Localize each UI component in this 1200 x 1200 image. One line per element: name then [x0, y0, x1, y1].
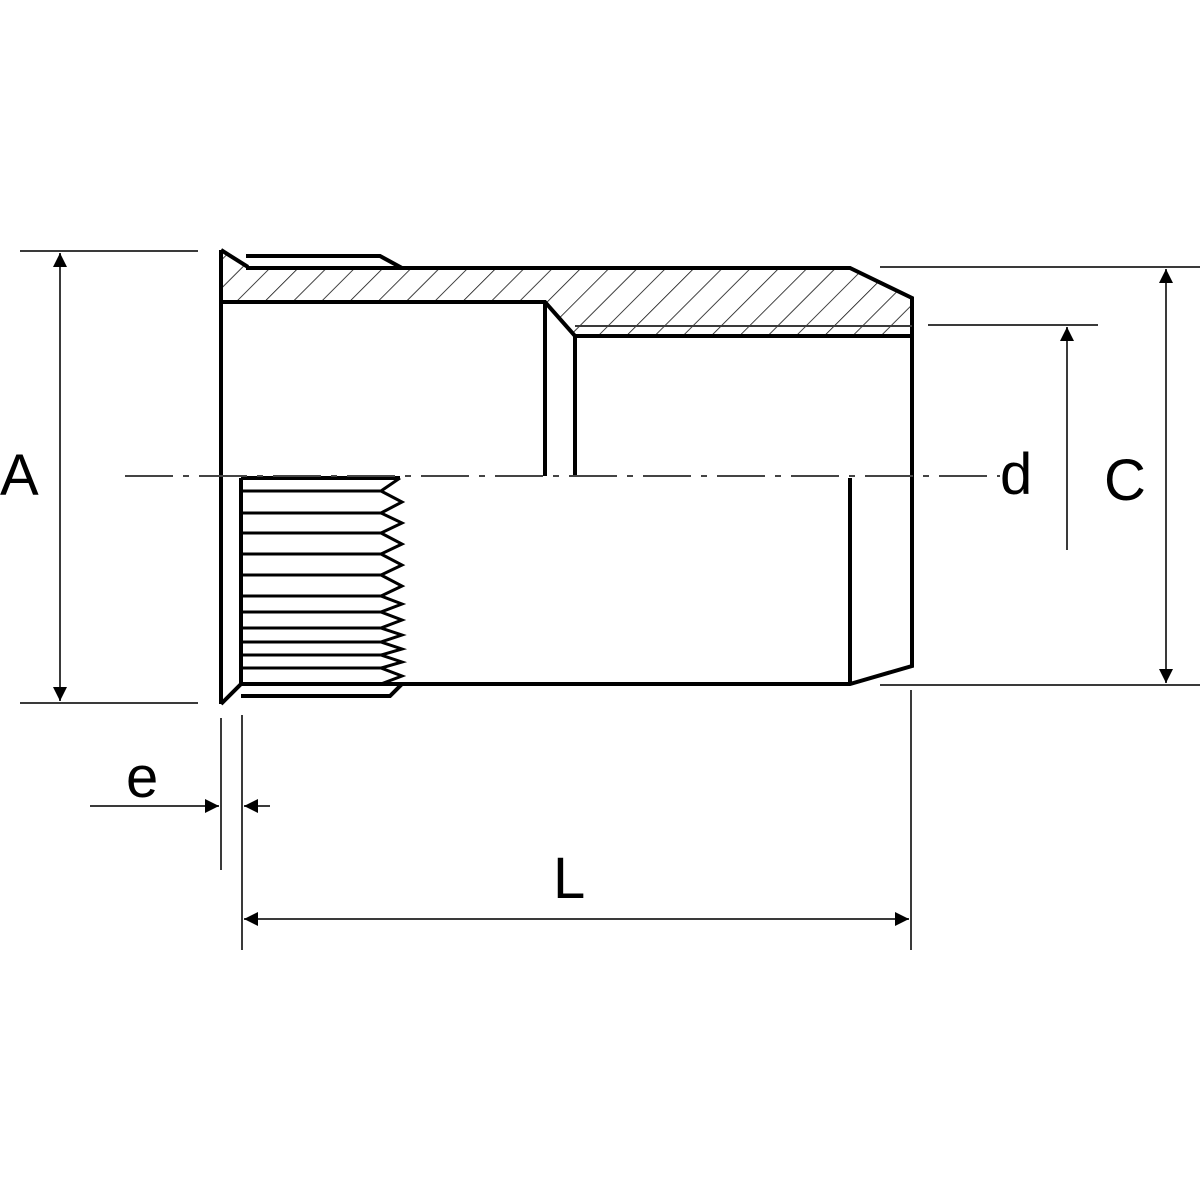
label-d: d: [1000, 442, 1032, 507]
dimension-L: L: [244, 690, 912, 950]
dimension-d: d: [928, 324, 1098, 550]
dimension-A: A: [0, 250, 198, 704]
label-L: L: [553, 846, 585, 911]
label-C: C: [1104, 448, 1146, 513]
rivet-nut-body: [219, 248, 914, 706]
label-A: A: [0, 443, 39, 508]
dimension-C: C: [880, 266, 1200, 686]
section-hatch: [223, 252, 912, 336]
dimension-e: e: [90, 715, 270, 950]
label-e: e: [126, 745, 158, 810]
thread-lines: [243, 476, 408, 686]
